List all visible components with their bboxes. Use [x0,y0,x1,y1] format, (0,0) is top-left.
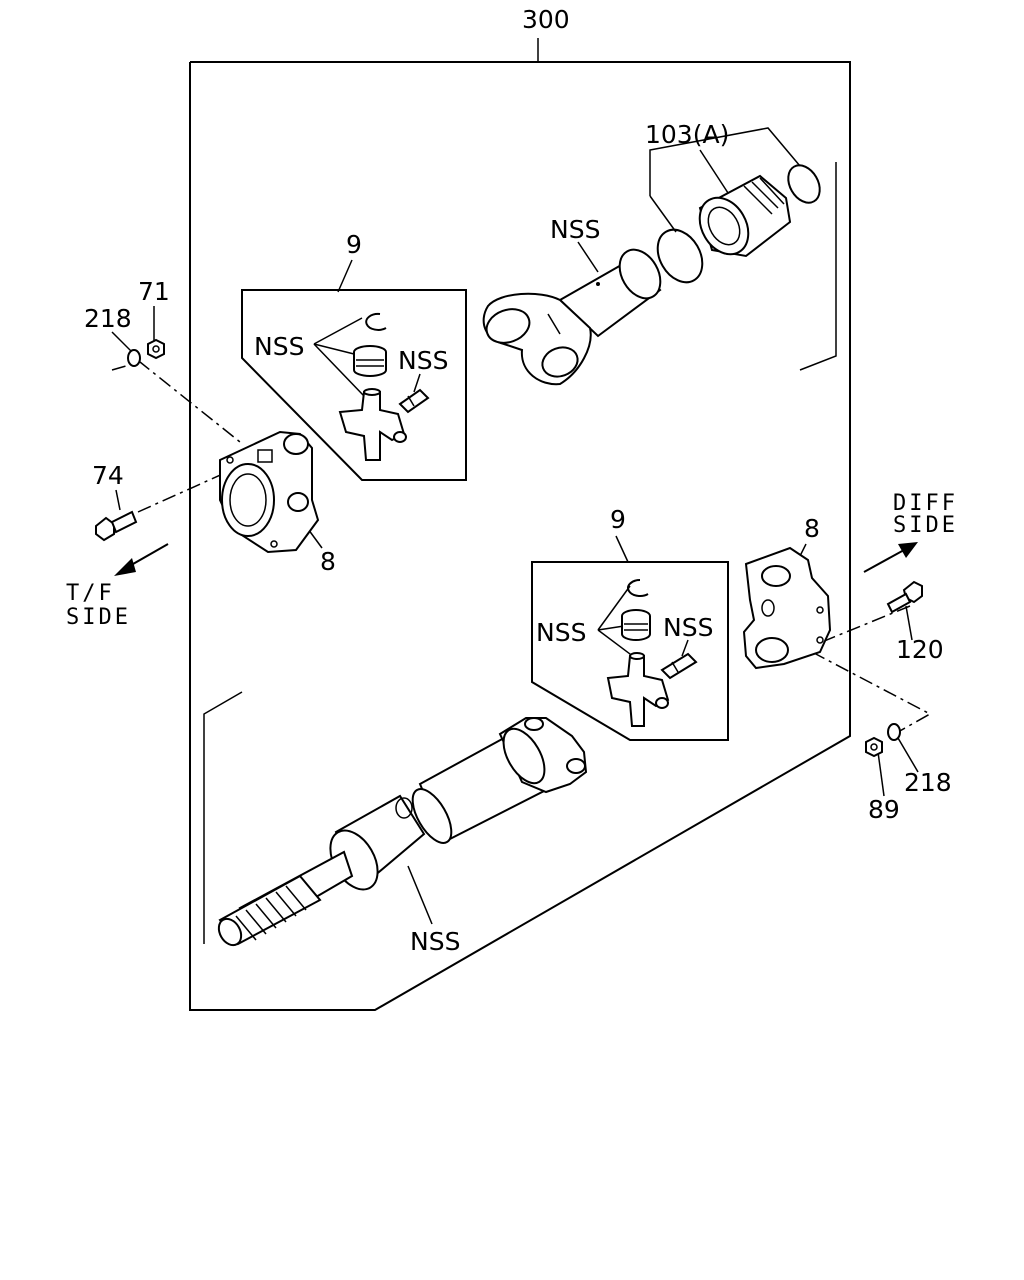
label-300: 300 [522,5,570,34]
label-diff: DIFF [893,491,958,516]
left-flange-yoke [219,430,320,554]
seal-ring-part [656,164,821,284]
label-nss-bottom-fitting: NSS [663,613,713,642]
slip-stub-shaft [217,794,426,947]
leader-lines [111,127,919,944]
washer-218-left [127,349,141,367]
label-103a: 103(A) [645,120,729,149]
label-diff-side: SIDE [893,513,958,538]
label-8-left: 8 [320,547,336,576]
label-120: 120 [896,635,944,664]
label-nss-top-caps: NSS [254,332,304,361]
right-flange-yoke [742,546,832,670]
label-9-bottom: 9 [610,505,626,534]
bolt-74 [95,510,138,542]
label-nss-bottom-shaft: NSS [410,927,460,956]
label-nss-top-shaft: NSS [550,215,600,244]
label-nss-top-fitting: NSS [398,346,448,375]
tf-side-arrow [114,543,169,576]
bolt-120 [886,580,923,614]
label-9-top: 9 [346,230,362,259]
label-tf: T/F [66,581,115,606]
label-89: 89 [868,795,900,824]
kit-box-bottom [531,561,729,741]
label-71: 71 [138,277,170,306]
diff-side-arrow [863,542,918,573]
label-218-left: 218 [84,304,132,333]
alignment-lines [111,361,932,733]
top-slip-yoke [482,248,662,386]
kit-box-top [241,289,467,481]
label-tf-side: SIDE [66,605,131,630]
washer-218-right [887,723,901,741]
nut-89 [865,736,883,758]
label-nss-bottom-caps: NSS [536,618,586,647]
nut-71 [147,338,165,360]
label-8-right: 8 [804,514,820,543]
assembly-frame [189,38,851,1011]
label-218-right: 218 [904,768,952,797]
propeller-shaft-tube [411,717,588,844]
label-74: 74 [92,461,124,490]
